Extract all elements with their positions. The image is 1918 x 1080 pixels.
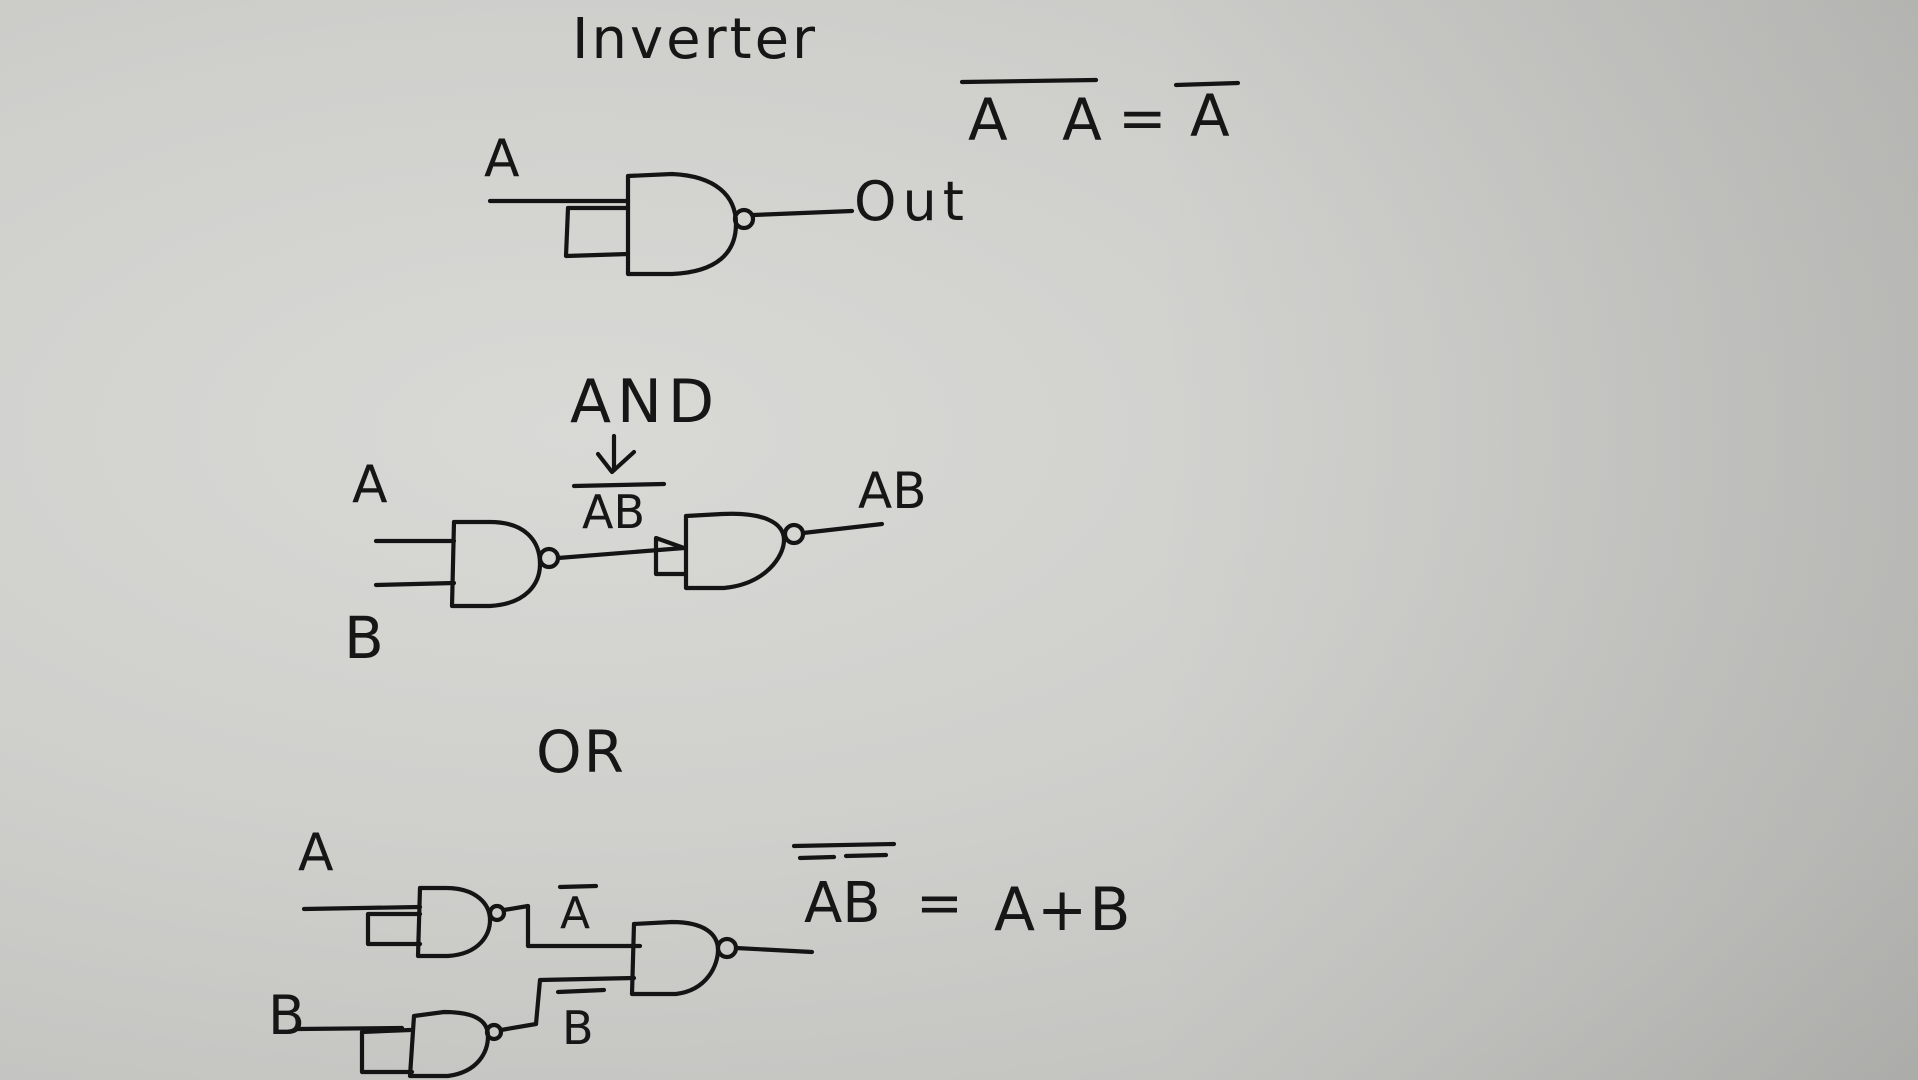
or-not-a-overline bbox=[557, 883, 599, 890]
and-section: AND AB A B AB bbox=[344, 367, 927, 672]
or-bottom-nand-gate bbox=[407, 1009, 491, 1079]
or-equation-a-overline bbox=[797, 854, 837, 861]
and-input-a-label: A bbox=[352, 455, 388, 515]
or-equation-right: A+B bbox=[994, 875, 1132, 945]
and-output-label: AB bbox=[858, 462, 927, 520]
and-output-wire bbox=[800, 521, 885, 536]
and-first-nand-bubble bbox=[537, 546, 561, 570]
or-input-b-wire bbox=[295, 1025, 405, 1032]
or-not-a-wire bbox=[501, 903, 643, 949]
and-intermediate-wire bbox=[555, 545, 687, 561]
or-final-nand-gate bbox=[629, 919, 721, 997]
and-tied-input-loop bbox=[653, 535, 687, 577]
and-intermediate-label: AB bbox=[582, 485, 645, 539]
or-section: OR A B A B AB = A+B bbox=[268, 718, 1132, 1079]
inverter-equation-equals: = bbox=[1118, 84, 1167, 152]
inverter-equation-left: A A bbox=[968, 86, 1120, 154]
or-equation-equals: = bbox=[916, 871, 963, 936]
or-equation-outer-overline bbox=[791, 841, 897, 849]
and-input-b-label: B bbox=[344, 604, 384, 672]
or-equation-left: AB bbox=[804, 871, 881, 936]
inverter-equation-right-overline bbox=[1173, 80, 1241, 88]
or-top-nand-gate bbox=[415, 885, 493, 959]
and-arrow-head bbox=[595, 449, 637, 475]
and-intermediate-overline bbox=[571, 481, 667, 489]
inverter-equation-right: A bbox=[1190, 82, 1230, 150]
inverter-tied-input-loop bbox=[563, 205, 631, 259]
or-top-tied-input-loop bbox=[365, 911, 423, 947]
and-first-nand-gate bbox=[449, 519, 543, 609]
or-top-nand-bubble bbox=[487, 903, 507, 923]
and-second-nand-gate bbox=[683, 511, 787, 591]
or-not-b-wire bbox=[498, 975, 637, 1033]
inverter-input-label: A bbox=[484, 129, 520, 189]
inverter-title: Inverter bbox=[572, 7, 818, 72]
or-equation-b-overline bbox=[843, 852, 889, 859]
or-title: OR bbox=[536, 718, 626, 786]
inverter-section: Inverter A A = A A Out bbox=[484, 7, 1241, 277]
inverter-output-label: Out bbox=[854, 170, 970, 233]
or-bottom-tied-input-loop bbox=[359, 1027, 415, 1075]
inverter-equation-left-overline bbox=[959, 77, 1099, 85]
or-not-a-label: A bbox=[560, 888, 590, 939]
or-input-a-wire bbox=[301, 904, 423, 912]
or-input-a-label: A bbox=[298, 823, 334, 883]
and-second-nand-bubble bbox=[782, 522, 806, 546]
or-not-b-label: B bbox=[562, 1001, 594, 1055]
inverter-nand-gate bbox=[625, 171, 739, 277]
and-title: AND bbox=[570, 367, 720, 437]
and-input-b-wire bbox=[373, 580, 457, 588]
or-input-b-label: B bbox=[268, 984, 305, 1047]
inverter-output-bubble bbox=[732, 207, 756, 231]
inverter-output-wire bbox=[750, 208, 855, 218]
or-output-wire bbox=[733, 945, 815, 955]
or-not-b-overline bbox=[555, 987, 607, 995]
or-final-nand-bubble bbox=[715, 936, 739, 960]
